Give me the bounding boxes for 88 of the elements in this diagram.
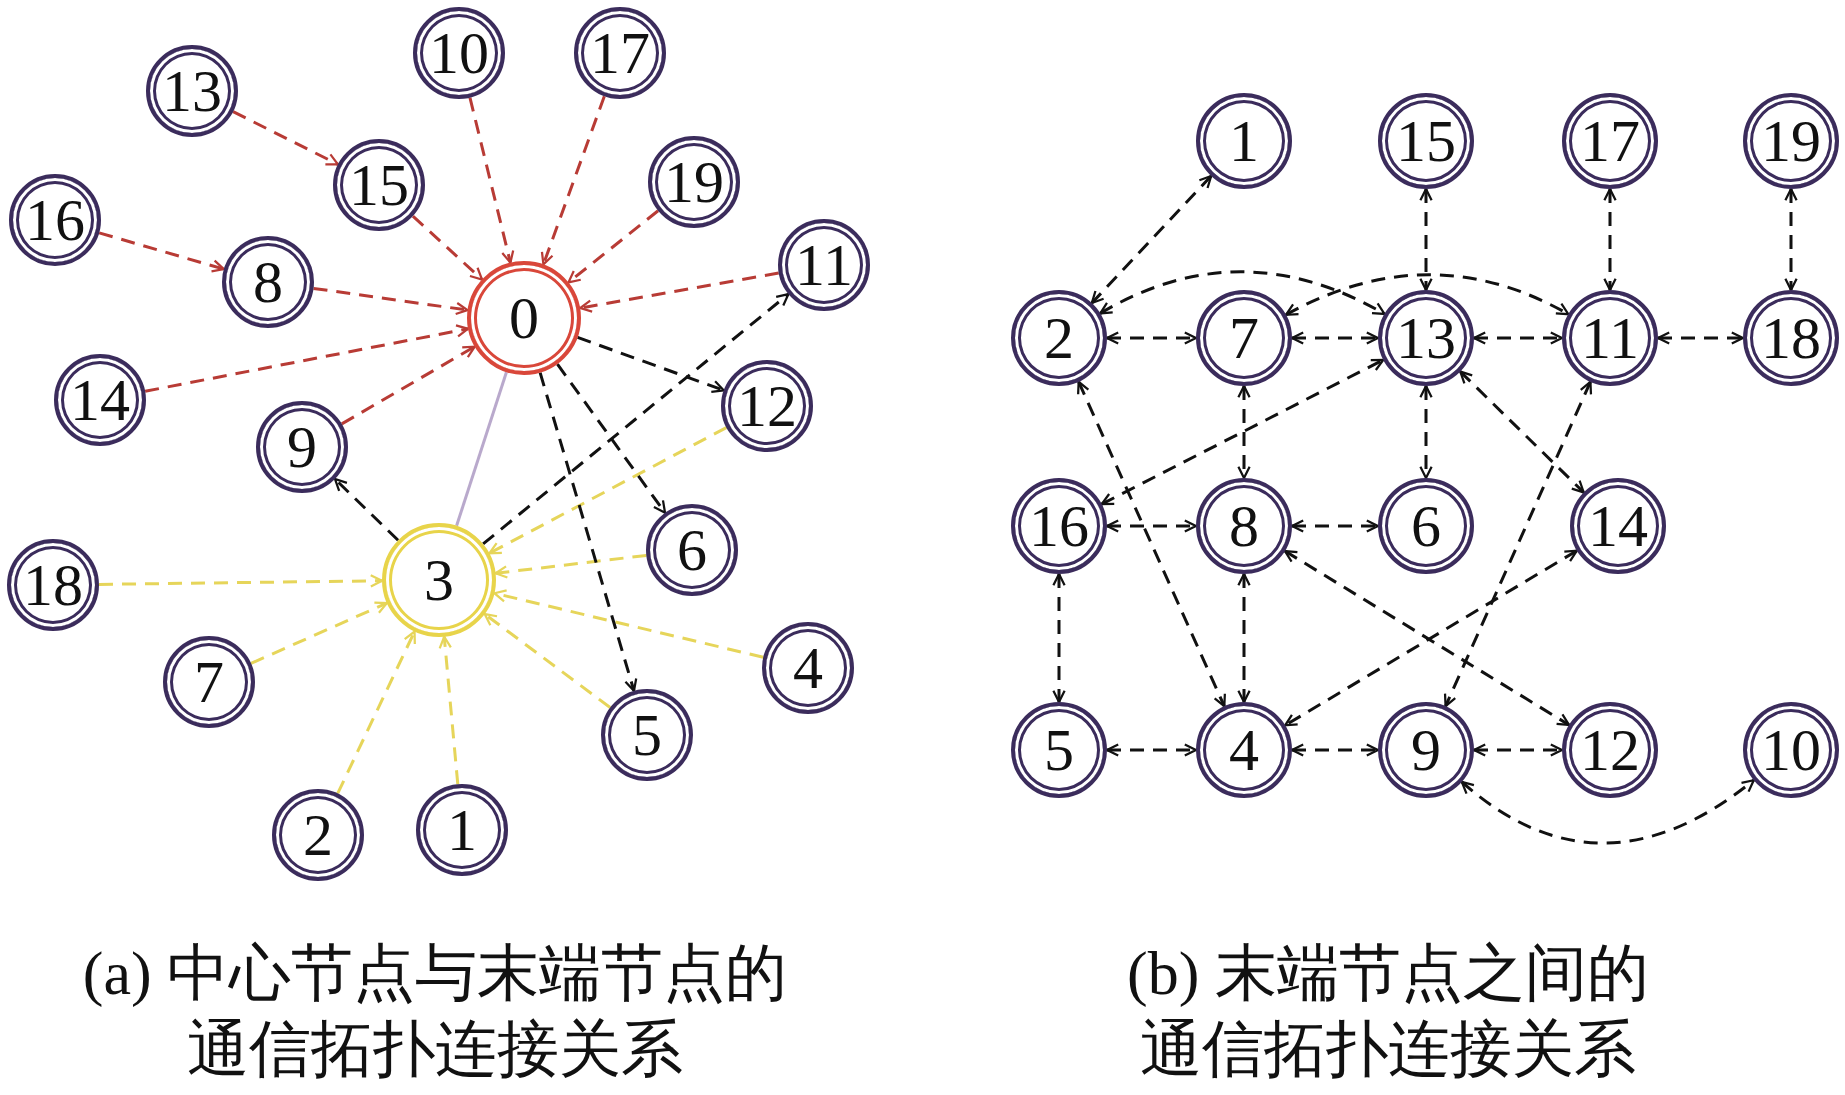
arrow <box>488 426 728 555</box>
arrow <box>250 601 388 665</box>
node-circle: 10 <box>413 7 505 99</box>
connector-line <box>455 371 508 527</box>
node-circle: 7 <box>163 636 255 728</box>
arrow <box>1472 331 1564 345</box>
arrow <box>1105 331 1198 345</box>
node-circle: 1 <box>416 784 508 876</box>
node-circle: 15 <box>1378 93 1474 189</box>
node-circle: 8 <box>222 236 314 328</box>
arrow <box>1090 174 1213 305</box>
arrow <box>577 336 725 393</box>
node-circle: 1 <box>1196 93 1292 189</box>
node-circle: 12 <box>721 360 813 452</box>
node-circle: 17 <box>574 7 666 99</box>
arrow <box>494 553 647 579</box>
arrow <box>1237 384 1251 480</box>
caption: (b) 末端节点之间的通信拓扑连接关系 <box>1126 938 1650 1085</box>
node-circle: 7 <box>1196 290 1292 386</box>
arrow <box>1290 743 1380 757</box>
node-circle: 9 <box>1378 702 1474 798</box>
arrow <box>313 286 469 316</box>
arrow <box>556 363 667 514</box>
arrow <box>1077 380 1226 708</box>
node-circle: 19 <box>1743 93 1839 189</box>
node-circle: 9 <box>256 401 348 493</box>
arrow <box>1443 380 1593 708</box>
arrow <box>567 209 659 284</box>
node-circle: 6 <box>1378 478 1474 574</box>
arrow <box>333 477 400 542</box>
arrow <box>1784 187 1798 292</box>
arrow <box>483 612 611 709</box>
node-circle: 13 <box>1378 290 1474 386</box>
arrow <box>99 574 384 588</box>
node-circle: 12 <box>1562 702 1658 798</box>
arrow <box>232 110 339 166</box>
arrow <box>1472 743 1564 757</box>
arrow <box>1237 572 1251 704</box>
node-circle: 18 <box>1743 290 1839 386</box>
node-circle: 2 <box>1011 290 1107 386</box>
node-circle: 16 <box>9 174 101 266</box>
arrow <box>438 635 460 785</box>
node-circle: 3 <box>382 523 496 637</box>
arrow <box>1419 384 1433 480</box>
node-circle: 13 <box>146 45 238 137</box>
arrow <box>493 589 764 659</box>
node-circle: 2 <box>272 789 364 881</box>
node-circle: 14 <box>54 354 146 446</box>
arrow <box>468 97 515 264</box>
node-circle: 6 <box>646 504 738 596</box>
node-circle: 11 <box>1562 290 1658 386</box>
arrow <box>1284 273 1570 317</box>
node-circle: 10 <box>1743 702 1839 798</box>
arrow <box>341 345 476 426</box>
node-circle: 4 <box>762 622 854 714</box>
arrow <box>1100 358 1385 506</box>
arrow <box>1052 572 1066 704</box>
node-circle: 16 <box>1011 478 1107 574</box>
arrow <box>411 215 484 281</box>
node-circle: 0 <box>467 261 581 375</box>
arrow <box>540 95 606 266</box>
node-circle: 17 <box>1562 93 1658 189</box>
node-circle: 19 <box>648 136 740 228</box>
caption: (a) 中心节点与末端节点的通信拓扑连接关系 <box>81 938 789 1085</box>
arrow <box>1459 370 1585 494</box>
arrow <box>1099 270 1386 316</box>
node-circle: 11 <box>778 219 870 311</box>
node-circle: 8 <box>1196 478 1292 574</box>
arrow <box>1603 187 1617 292</box>
arrow <box>1460 779 1755 845</box>
arrow <box>1290 331 1380 345</box>
arrow <box>579 271 779 313</box>
arrow <box>482 292 790 546</box>
node-circle: 15 <box>333 139 425 231</box>
arrow <box>1290 519 1380 533</box>
arrow <box>1105 743 1198 757</box>
node-circle: 5 <box>601 689 693 781</box>
node-circle: 4 <box>1196 702 1292 798</box>
arrow <box>336 630 416 795</box>
node-circle: 5 <box>1011 702 1107 798</box>
node-circle: 18 <box>7 539 99 631</box>
arrow <box>98 231 225 273</box>
arrow <box>538 372 638 692</box>
arrow <box>1419 187 1433 292</box>
node-circle: 14 <box>1570 478 1666 574</box>
arrow <box>144 324 470 393</box>
arrow <box>1105 519 1198 533</box>
arrow <box>1656 331 1745 345</box>
